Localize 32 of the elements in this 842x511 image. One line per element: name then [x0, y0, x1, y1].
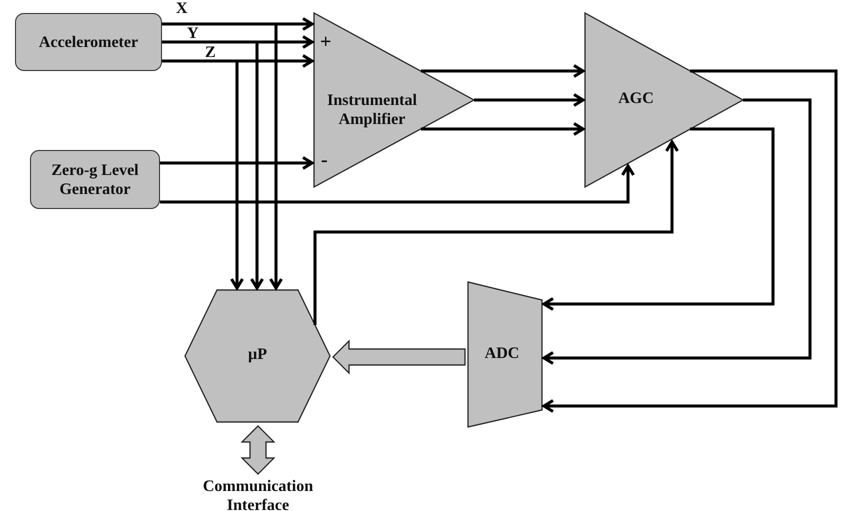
- node-label: µP: [247, 345, 268, 364]
- arrow: [542, 98, 812, 365]
- amplifier-triangle: [585, 13, 743, 187]
- arrow: [474, 93, 584, 107]
- amplifier-triangle: [314, 13, 474, 187]
- pin-label: -: [321, 151, 328, 169]
- arrow: [542, 128, 774, 311]
- edge-label: Y: [187, 25, 199, 43]
- arrow: [421, 122, 584, 136]
- node-label: Zero-g Level Generator: [50, 160, 140, 198]
- node-label: Accelerometer: [38, 32, 138, 52]
- arrow: [314, 140, 679, 325]
- processor-hexagon: [185, 290, 330, 422]
- arrow: [160, 164, 635, 204]
- node-label: AGC: [617, 89, 655, 108]
- node-label: Communication Interface: [178, 477, 338, 511]
- block-arrow: [240, 425, 276, 475]
- edge-label: Z: [205, 44, 216, 62]
- arrow: [162, 22, 283, 290]
- process-box: [15, 13, 162, 71]
- arrow: [421, 64, 584, 78]
- process-box: [30, 150, 160, 209]
- block-arrow: [332, 340, 466, 374]
- arrow: [542, 70, 838, 413]
- pin-label: +: [320, 33, 332, 51]
- edge-label: X: [176, 0, 188, 18]
- arrow: [162, 60, 244, 290]
- node-label: ADC: [484, 344, 520, 363]
- arrow: [162, 40, 264, 290]
- arrow: [160, 156, 314, 170]
- node-label: Instrumental Amplifier: [326, 91, 418, 129]
- converter-trapezoid: [468, 282, 542, 427]
